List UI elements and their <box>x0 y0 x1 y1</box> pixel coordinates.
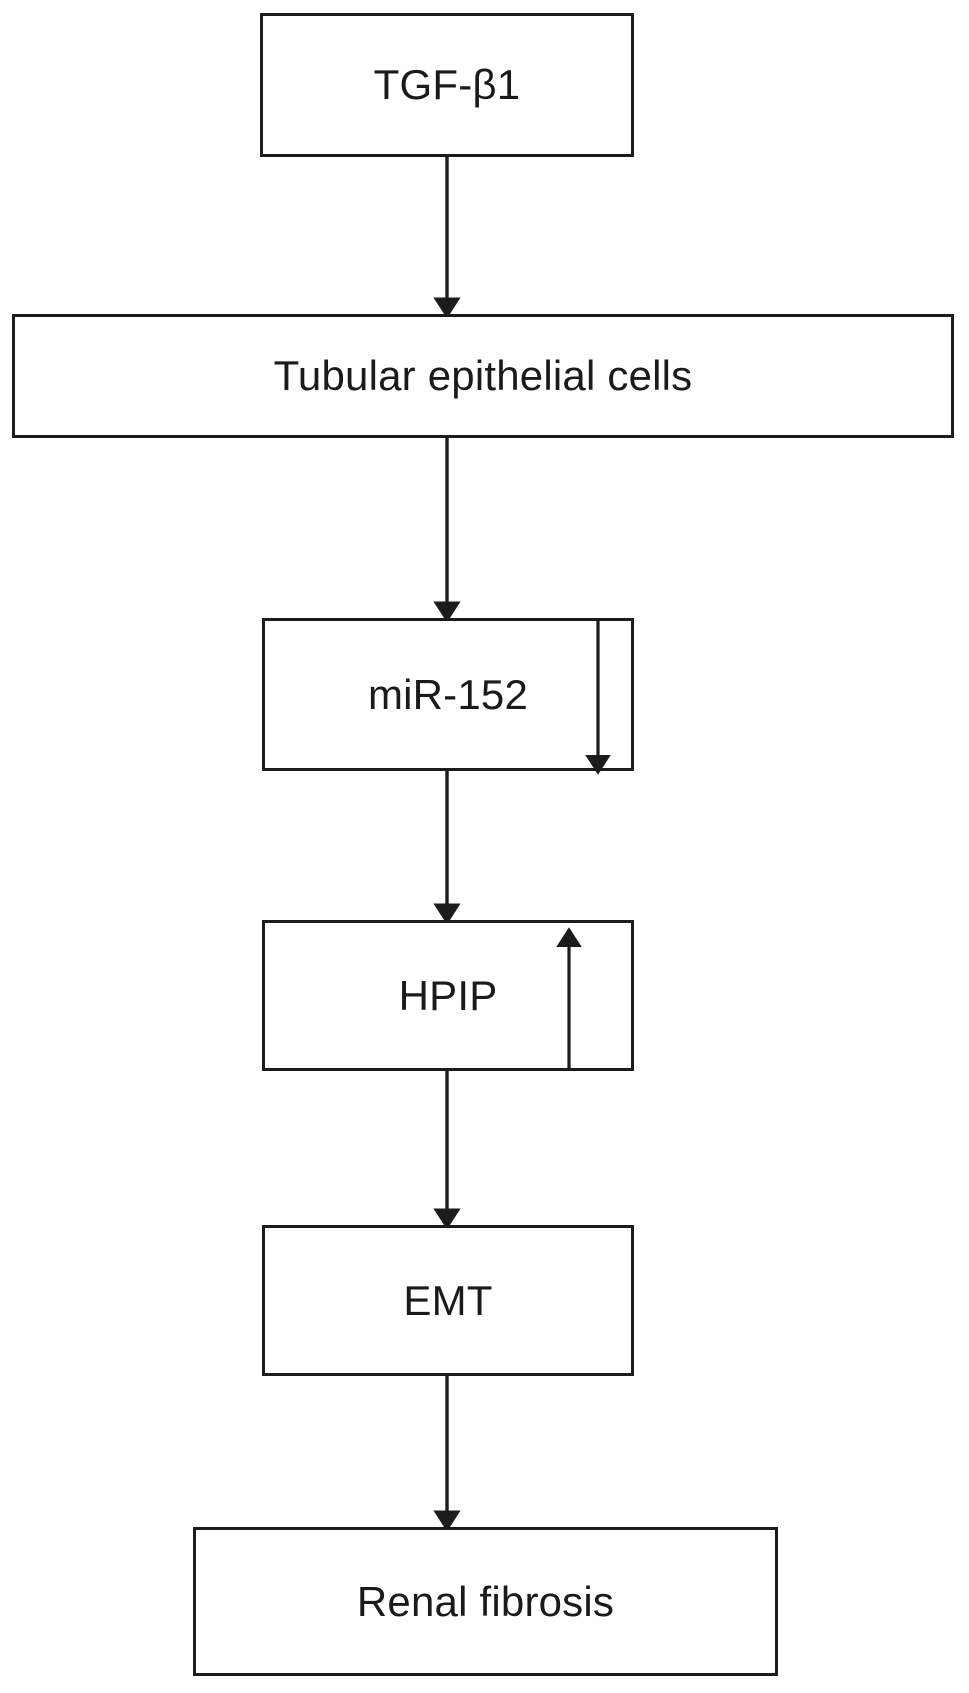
node-tubular-epithelial-cells[interactable]: Tubular epithelial cells <box>12 314 954 438</box>
node-renal-fibrosis[interactable]: Renal fibrosis <box>193 1527 778 1676</box>
node-hpip-label: HPIP <box>398 971 498 1019</box>
node-emt[interactable]: EMT <box>262 1225 634 1376</box>
node-tgfb1-label: TGF-β1 <box>373 61 521 108</box>
node-emt-label: EMT <box>403 1276 493 1324</box>
node-hpip[interactable]: HPIP <box>262 920 634 1071</box>
node-tubular-epithelial-cells-label: Tubular epithelial cells <box>273 352 693 399</box>
node-mir152[interactable]: miR-152 <box>262 618 634 771</box>
node-tgfb1[interactable]: TGF-β1 <box>260 13 634 157</box>
node-renal-fibrosis-label: Renal fibrosis <box>356 1577 615 1625</box>
node-mir152-label: miR-152 <box>367 670 529 718</box>
